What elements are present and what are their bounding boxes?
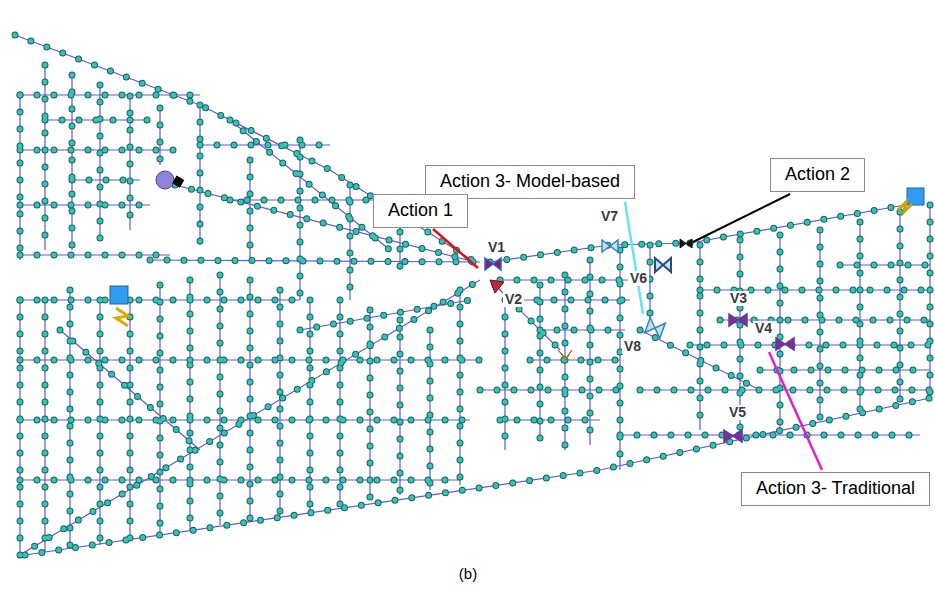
leader-line: [433, 229, 478, 268]
junction-dots: [15, 35, 930, 555]
pump-symbol: [558, 350, 572, 360]
leader-line: [625, 202, 643, 314]
valve-label: V2: [503, 292, 524, 307]
callout-box: Action 2: [770, 158, 865, 192]
pipe-lines: [15, 35, 930, 555]
valve-label: V6: [628, 271, 649, 286]
callout-text: Action 3- Model-based: [440, 171, 620, 191]
pump-symbol: [156, 171, 174, 189]
valve-label: V4: [753, 321, 774, 336]
callout-text: Action 2: [785, 164, 850, 184]
junction-outline: [15, 35, 930, 555]
callout-box: Action 3- Traditional: [741, 472, 930, 506]
valve-label: V5: [727, 405, 748, 420]
pump-symbol: [116, 308, 128, 326]
valve-label: V7: [599, 209, 620, 224]
figure-caption: (b): [459, 565, 477, 582]
valve-label: V8: [622, 339, 643, 354]
callout-box: Action 1: [373, 194, 468, 228]
pump-symbol: [172, 176, 184, 188]
callout-text: Action 3- Traditional: [756, 478, 915, 498]
tank-symbol: [110, 286, 128, 304]
valve-symbol: [485, 239, 794, 442]
tank-symbol: [907, 188, 924, 205]
valve-label: V1: [486, 240, 507, 255]
callout-text: Action 1: [388, 200, 453, 220]
leader-line: [693, 194, 790, 242]
valve-label: V3: [728, 291, 749, 306]
leader-line: [769, 352, 822, 470]
pump-symbol: [898, 202, 912, 212]
